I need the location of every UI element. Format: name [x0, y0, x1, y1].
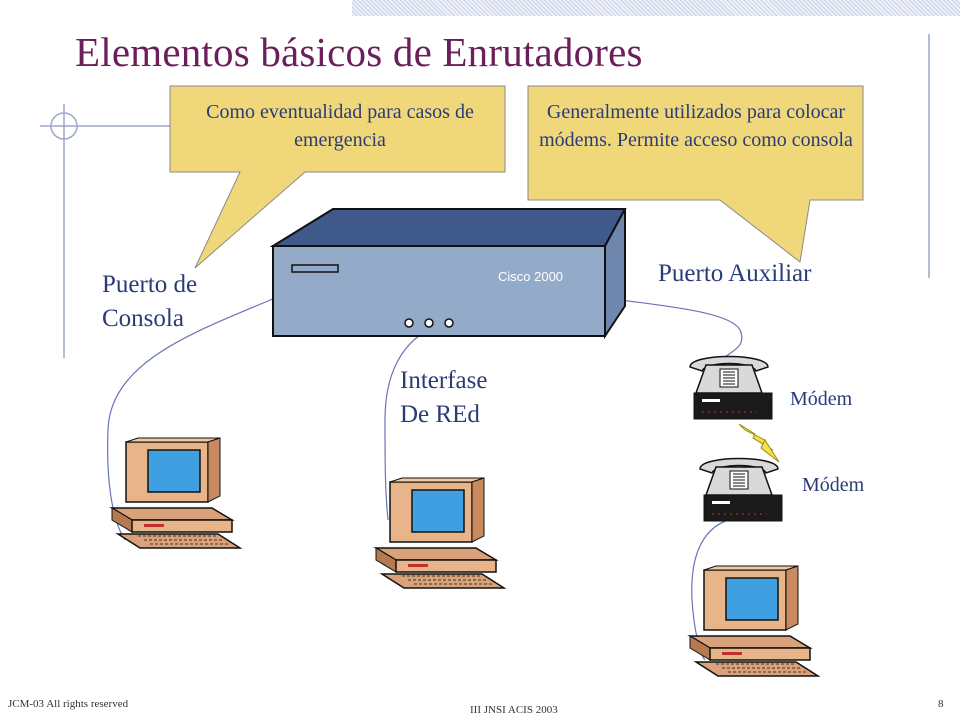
console-port-label-line1: Puerto de [102, 271, 198, 298]
computer-icon-2 [373, 477, 507, 589]
footer-copyright: JCM-03 All rights reserved [8, 698, 129, 710]
header-band [352, 0, 960, 16]
computer-icon-1 [109, 437, 243, 549]
footer-page-number: 8 [938, 698, 944, 710]
network-interface-label-line1: Interfase [400, 367, 488, 394]
slide-title: Elementos básicos de Enrutadores [75, 29, 643, 75]
modem-label-1: Módem [790, 388, 853, 410]
router: Cisco 2000 [270, 208, 627, 340]
router-model-label: Cisco 2000 [498, 269, 563, 284]
lightning-icon [738, 423, 780, 463]
callout-left-text: Como eventualidad para casos de emergenc… [206, 101, 474, 151]
network-interface-label: Interfase De REd [400, 364, 487, 432]
modem-icon-2 [699, 457, 783, 522]
modem-label-2: Módem [802, 474, 865, 496]
network-interface-label-line2: De REd [400, 401, 480, 428]
computer-icon-3 [687, 565, 821, 677]
footer-event: III JNSI ACIS 2003 [470, 704, 558, 716]
aux-port-label: Puerto Auxiliar [658, 260, 812, 287]
console-port-label: Puerto de Consola [102, 268, 197, 336]
modem-icon-1 [689, 355, 773, 420]
console-port-label-line2: Consola [102, 305, 184, 332]
callout-right-text: Generalmente utilizados para colocar mód… [539, 101, 853, 151]
